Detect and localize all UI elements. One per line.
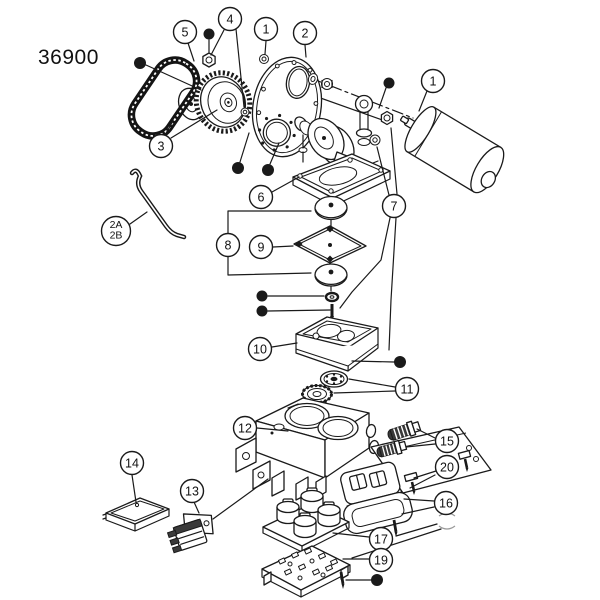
screw-below-gasket [392, 519, 398, 537]
callout-8: 8 [215, 232, 241, 258]
figure-number: 36900 [38, 46, 99, 69]
svg-text:6: 6 [258, 190, 265, 204]
nut-rod-end [380, 110, 394, 126]
svg-text:4: 4 [227, 12, 234, 26]
callout-3: 3 [148, 133, 174, 159]
clip-screw-b [457, 449, 472, 472]
diaphragm-disc-bottom [314, 263, 348, 292]
valve-block [262, 487, 350, 553]
washer-rod-end [369, 134, 381, 146]
drive-pulley [193, 70, 253, 134]
callout-17: 17 [368, 526, 394, 552]
motor [400, 106, 505, 194]
callout-15: 15 [434, 428, 460, 454]
washer-top [259, 54, 269, 64]
pressure-switch [166, 513, 214, 554]
valve-dome [300, 487, 324, 514]
washer-gear-side [240, 107, 250, 117]
svg-text:14: 14 [125, 456, 139, 470]
callout-18-remnant [438, 512, 456, 530]
pump-chamber [295, 316, 379, 372]
svg-text:11: 11 [401, 382, 414, 396]
callout-6: 6 [248, 184, 274, 210]
callout-10: 10 [247, 336, 273, 362]
rod-end-bolt [354, 94, 374, 146]
washer-small [324, 291, 340, 303]
check-valve-2 [376, 439, 408, 458]
rotor-rings [301, 370, 349, 404]
belt [127, 56, 201, 140]
washer-axis [307, 73, 319, 85]
callout-1a: 1 [253, 16, 279, 42]
svg-text:13: 13 [185, 484, 199, 498]
svg-text:2: 2 [302, 26, 309, 40]
callout-9: 9 [248, 234, 274, 260]
callout-16: 16 [433, 490, 459, 516]
wrench-rod [129, 168, 187, 240]
svg-text:19: 19 [374, 553, 388, 567]
fastener-dots [134, 28, 406, 586]
callout-13: 13 [179, 478, 205, 504]
pump-body [235, 397, 380, 501]
diaphragm-disc-top [314, 195, 348, 234]
svg-text:7: 7 [391, 199, 398, 213]
base-plate-assembly [261, 545, 351, 598]
cover-plate [102, 497, 170, 532]
svg-text:9: 9 [258, 240, 265, 254]
valve-dome [293, 512, 317, 539]
mounting-plate [292, 153, 391, 207]
svg-text:16: 16 [439, 496, 453, 510]
callout-5: 5 [172, 19, 198, 45]
callout-14: 14 [119, 450, 145, 476]
svg-text:17: 17 [374, 532, 388, 546]
callout-11: 11 [394, 376, 420, 402]
svg-text:1: 1 [430, 74, 437, 88]
leader-lines [129, 28, 442, 560]
callout-1b: 1 [420, 68, 446, 94]
callout-7: 7 [381, 193, 407, 219]
valve-dome [317, 501, 341, 528]
svg-text:15: 15 [440, 434, 454, 448]
svg-text:3: 3 [158, 139, 165, 153]
callout-12: 12 [232, 415, 258, 441]
callout-4: 4 [217, 6, 243, 32]
hex-nut-top [202, 52, 216, 68]
valve-gasket-plate [293, 225, 367, 264]
callout-20: 20 [434, 454, 460, 480]
svg-text:5: 5 [182, 25, 189, 39]
svg-text:20: 20 [440, 460, 454, 474]
svg-text:8: 8 [225, 238, 232, 252]
callout-2: 2 [292, 20, 318, 46]
svg-text:10: 10 [253, 342, 267, 356]
link-pin [294, 116, 313, 163]
nut-axis [321, 78, 333, 90]
svg-text:12: 12 [238, 421, 252, 435]
callout-19: 19 [368, 547, 394, 573]
switch-boot [340, 461, 403, 514]
svg-text:1: 1 [263, 22, 270, 36]
